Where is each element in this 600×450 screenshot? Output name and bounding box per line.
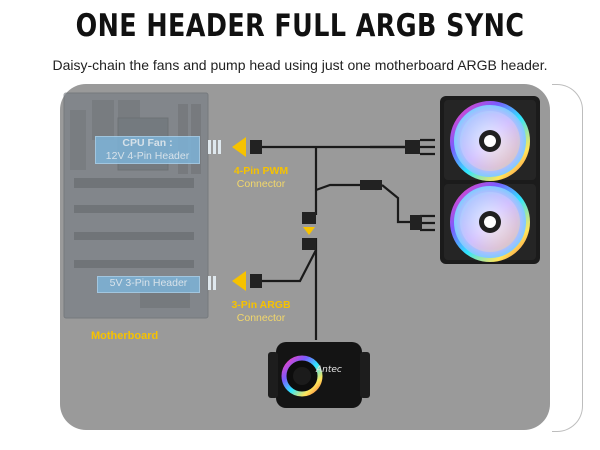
cpu-fan-header-title: CPU Fan : <box>122 137 173 149</box>
argb-connector-sub: Connector <box>236 312 286 324</box>
connector-blocks <box>250 140 422 288</box>
arrow-argb-icon <box>232 271 246 291</box>
pump-head <box>268 342 370 408</box>
argb-header-title: 5V 3-Pin Header <box>109 277 188 289</box>
argb-connector-label: 3-Pin ARGB Connector <box>219 299 303 325</box>
cpu-fan-header-box: CPU Fan : 12V 4-Pin Header <box>95 136 200 164</box>
splitter-arrow-down-icon <box>303 227 315 235</box>
motherboard-label: Motherboard <box>91 330 159 342</box>
pump-brand-logo: Antec <box>315 365 342 375</box>
pwm-connector-name: 4-Pin PWM <box>233 165 289 177</box>
cpu-header-pins <box>208 140 221 154</box>
argb-header-box: 5V 3-Pin Header <box>97 276 200 293</box>
argb-connector-name: 3-Pin ARGB <box>231 299 291 311</box>
fan-bottom <box>450 182 530 262</box>
cpu-fan-header-sub: 12V 4-Pin Header <box>105 150 190 162</box>
page-subtitle: Daisy-chain the fans and pump head using… <box>52 57 548 73</box>
page-title: ONE HEADER FULL ARGB SYNC <box>75 8 525 44</box>
arrow-pwm-icon <box>232 137 246 157</box>
pwm-connector-sub: Connector <box>236 178 286 190</box>
pwm-connector-label: 4-Pin PWM Connector <box>221 165 301 191</box>
fan-top <box>450 101 530 181</box>
argb-header-pins <box>208 276 216 290</box>
